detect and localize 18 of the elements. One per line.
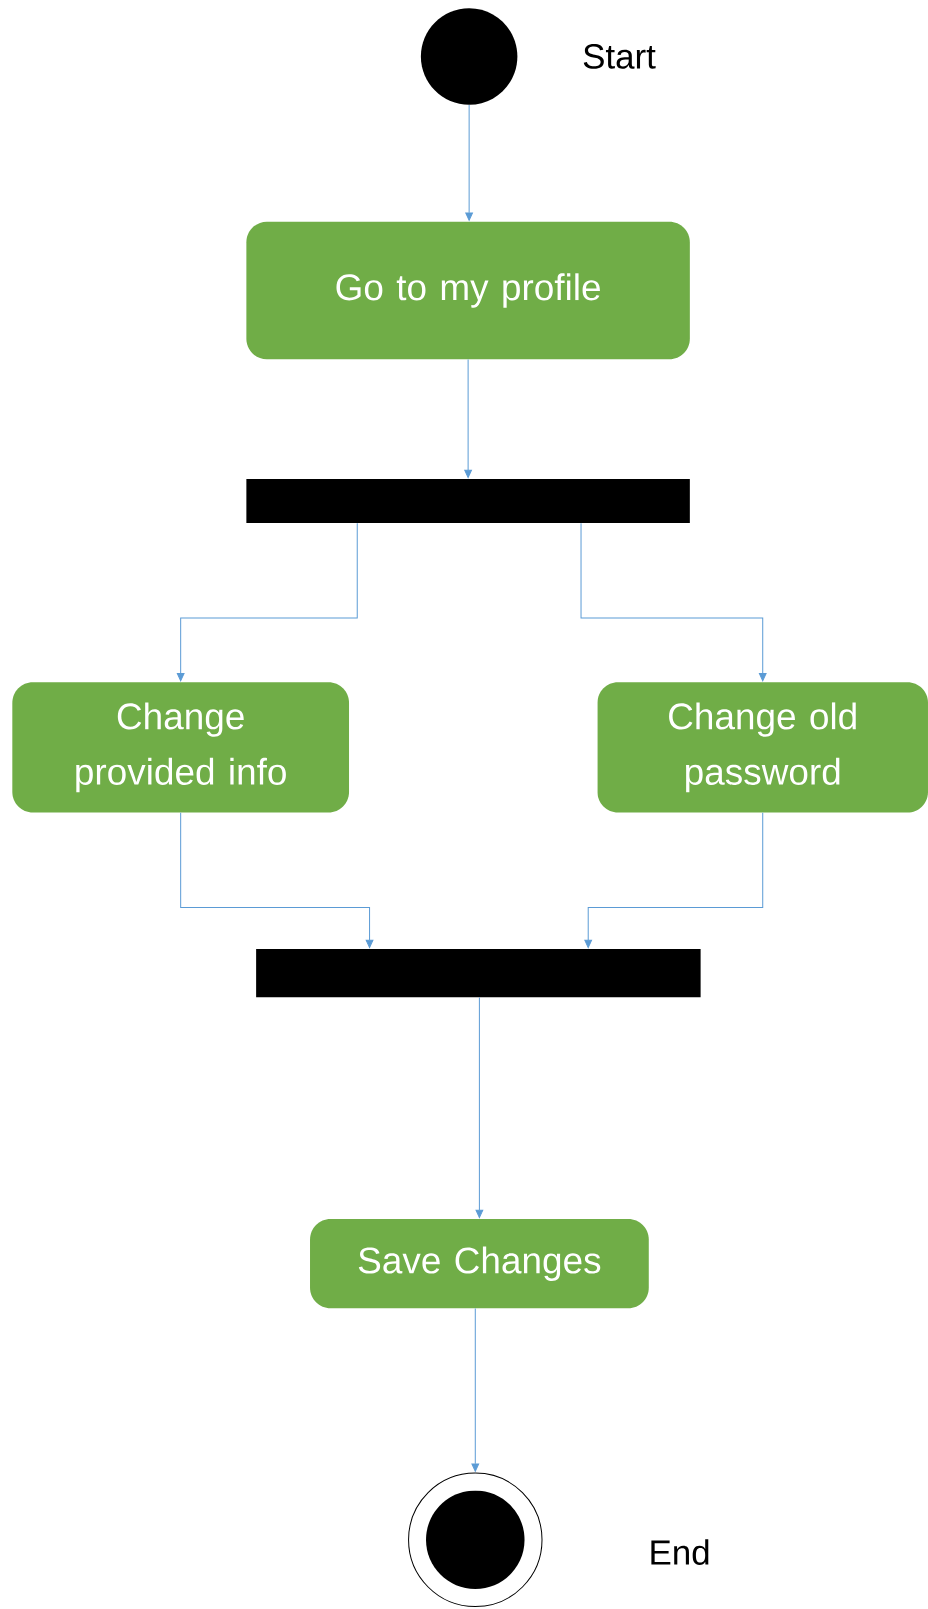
end-node [408,1472,543,1608]
arrow [580,522,767,682]
sync-bar [256,949,701,998]
action-box: Go to my profile [246,221,690,360]
arrow [464,359,472,478]
action-box: Save Changes [310,1219,649,1309]
start-node [420,8,518,105]
action-box: Change old password [597,682,928,813]
arrow [176,522,358,682]
arrow [475,997,484,1219]
arrow [471,1308,480,1472]
state-label: End [651,1539,709,1565]
sync-bar [246,478,690,524]
state-label: Start [583,44,656,69]
action-box: Change provided info [12,682,350,813]
arrow [465,104,473,221]
arrow [584,812,764,949]
arrow [180,812,374,949]
